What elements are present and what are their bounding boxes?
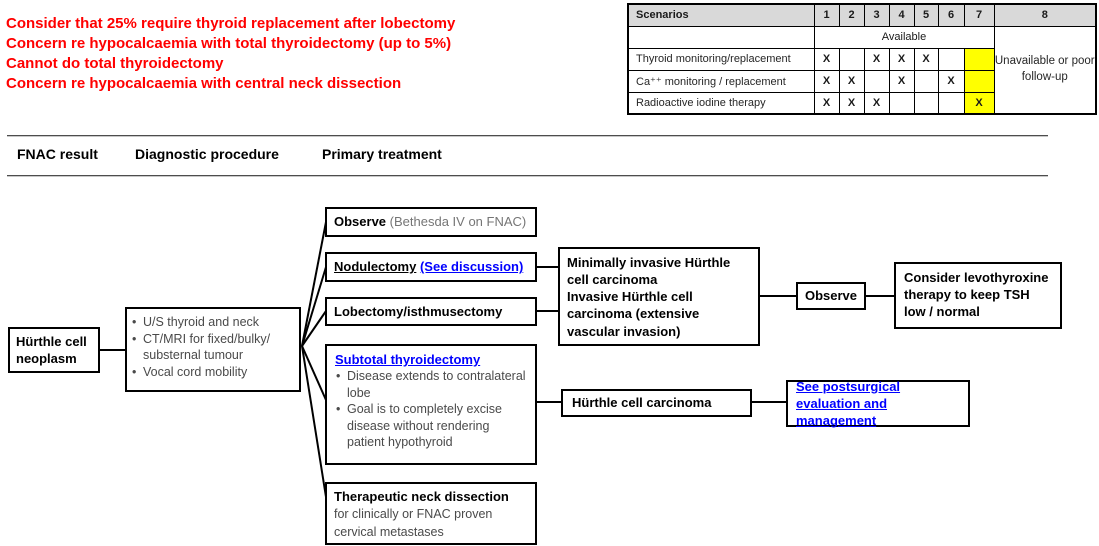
fnac-result-box: Hürthle cell neoplasm bbox=[8, 327, 100, 373]
postsurgical-box: See postsurgical evaluation and manageme… bbox=[786, 378, 970, 429]
neck-dissection-box: Therapeutic neck dissection for clinical… bbox=[325, 482, 537, 545]
mark-cell bbox=[913, 91, 939, 115]
lobectomy-label: Lobectomy/isthmusectomy bbox=[334, 303, 503, 319]
mark-cell: X bbox=[838, 69, 865, 93]
row-label: Ca⁺⁺ monitoring / replacement bbox=[627, 69, 815, 93]
carcinoma-types-box: Minimally invasive Hürthle cell carcinom… bbox=[558, 247, 760, 346]
observe-label: Observe bbox=[804, 288, 858, 304]
scenario-col-5: 5 bbox=[913, 3, 939, 27]
nodulectomy-box: Nodulectomy (See discussion) bbox=[325, 252, 537, 282]
table-row-calcium: Ca⁺⁺ monitoring / replacement X X X X bbox=[627, 69, 1096, 93]
fnac-result-label: Hürthle cell neoplasm bbox=[16, 333, 87, 366]
observe-label: Observe bbox=[334, 214, 387, 230]
mark-cell bbox=[863, 69, 890, 93]
minimally-invasive-label: Minimally invasive Hürthle cell carcinom… bbox=[567, 255, 731, 288]
subtotal-thyroidectomy-link[interactable]: Subtotal thyroidectomy bbox=[335, 352, 481, 367]
header-rule-top bbox=[7, 135, 1048, 137]
note-line-2: Concern re hypocalcaemia with total thyr… bbox=[6, 35, 452, 52]
mark-cell bbox=[937, 91, 965, 115]
mark-cell: X bbox=[813, 47, 840, 71]
scenario-col-7: 7 bbox=[963, 3, 995, 27]
subtotal-thyroidectomy-box: Subtotal thyroidectomy Disease extends t… bbox=[325, 344, 537, 465]
available-cell: Available bbox=[813, 25, 995, 49]
scenario-col-6: 6 bbox=[937, 3, 965, 27]
mark-cell bbox=[937, 47, 965, 71]
mark-cell bbox=[913, 69, 939, 93]
mark-cell bbox=[888, 91, 915, 115]
empty-cell bbox=[627, 25, 815, 49]
mark-cell: X bbox=[863, 47, 890, 71]
header-rule-bottom bbox=[7, 175, 1048, 177]
mark-cell bbox=[838, 47, 865, 71]
levothyroxine-label: Consider levothyroxine therapy to keep T… bbox=[904, 270, 1049, 320]
column-header-diagnostic: Diagnostic procedure bbox=[135, 146, 279, 162]
diagnostic-bullet: U/S thyroid and neck bbox=[131, 314, 295, 331]
nodulectomy-label: Nodulectomy bbox=[334, 259, 417, 275]
invasive-label: Invasive Hürthle cell carcinoma (extensi… bbox=[567, 289, 700, 339]
diagnostic-procedure-box: U/S thyroid and neck CT/MRI for fixed/bu… bbox=[125, 307, 301, 392]
mark-cell: X bbox=[937, 69, 965, 93]
subtotal-bullet: Goal is to completely excise disease wit… bbox=[335, 401, 527, 451]
table-row-thyroid: Thyroid monitoring/replacement X X X X bbox=[627, 47, 1096, 71]
highlighted-mark-cell: X bbox=[963, 91, 995, 115]
column-header-fnac: FNAC result bbox=[17, 146, 98, 162]
highlighted-mark-cell bbox=[963, 47, 995, 71]
levothyroxine-box: Consider levothyroxine therapy to keep T… bbox=[894, 262, 1062, 329]
row-label: Radioactive iodine therapy bbox=[627, 91, 815, 115]
observe-bethesda-box: Observe (Bethesda IV on FNAC) bbox=[325, 207, 537, 237]
see-discussion-link[interactable]: (See discussion) bbox=[419, 259, 524, 275]
hurthle-carcinoma-box: Hürthle cell carcinoma bbox=[561, 389, 752, 417]
mark-cell: X bbox=[813, 69, 840, 93]
note-line-3: Cannot do total thyroidectomy bbox=[6, 55, 224, 72]
scenario-col-4: 4 bbox=[888, 3, 915, 27]
scenarios-header-label: Scenarios bbox=[627, 3, 815, 27]
scenario-col-2: 2 bbox=[838, 3, 865, 27]
scenario-col-3: 3 bbox=[863, 3, 890, 27]
diagnostic-bullet: Vocal cord mobility bbox=[131, 364, 295, 381]
scenario-col-8: 8 bbox=[993, 3, 1097, 27]
observe-box: Observe bbox=[796, 282, 866, 310]
table-row-iodine: Radioactive iodine therapy X X X X bbox=[627, 91, 1096, 115]
note-line-4: Concern re hypocalcaemia with central ne… bbox=[6, 75, 402, 92]
mark-cell: X bbox=[913, 47, 939, 71]
highlighted-mark-cell bbox=[963, 69, 995, 93]
mark-cell: X bbox=[888, 47, 915, 71]
neck-dissection-title: Therapeutic neck dissection bbox=[334, 489, 509, 504]
availability-row: Available Unavailable or poor follow-up bbox=[627, 25, 1097, 115]
scenarios-table: Scenarios 1 2 3 4 5 6 7 8 Available Unav… bbox=[627, 3, 1097, 115]
note-line-1: Consider that 25% require thyroid replac… bbox=[6, 15, 456, 32]
scenarios-header-row: Scenarios 1 2 3 4 5 6 7 8 bbox=[627, 3, 1097, 27]
unavailable-cell: Unavailable or poor follow-up bbox=[993, 25, 1097, 115]
row-label: Thyroid monitoring/replacement bbox=[627, 47, 815, 71]
clinical-notes: Consider that 25% require thyroid replac… bbox=[6, 14, 455, 94]
bethesda-note: (Bethesda IV on FNAC) bbox=[389, 214, 527, 230]
subtotal-bullet: Disease extends to contralateral lobe bbox=[335, 368, 527, 401]
mark-cell: X bbox=[813, 91, 840, 115]
mark-cell: X bbox=[838, 91, 865, 115]
postsurgical-link[interactable]: See postsurgical evaluation and manageme… bbox=[796, 378, 901, 429]
diagnostic-bullet: CT/MRI for fixed/bulky/​substernal tumou… bbox=[131, 331, 295, 364]
column-header-treatment: Primary treatment bbox=[322, 146, 442, 162]
mark-cell: X bbox=[888, 69, 915, 93]
neck-dissection-body: for clinically or FNAC proven cervical m… bbox=[334, 507, 493, 539]
mark-cell: X bbox=[863, 91, 890, 115]
hurthle-carcinoma-label: Hürthle cell carcinoma bbox=[572, 395, 712, 411]
scenario-col-1: 1 bbox=[813, 3, 840, 27]
lobectomy-box: Lobectomy/isthmusectomy bbox=[325, 297, 537, 326]
